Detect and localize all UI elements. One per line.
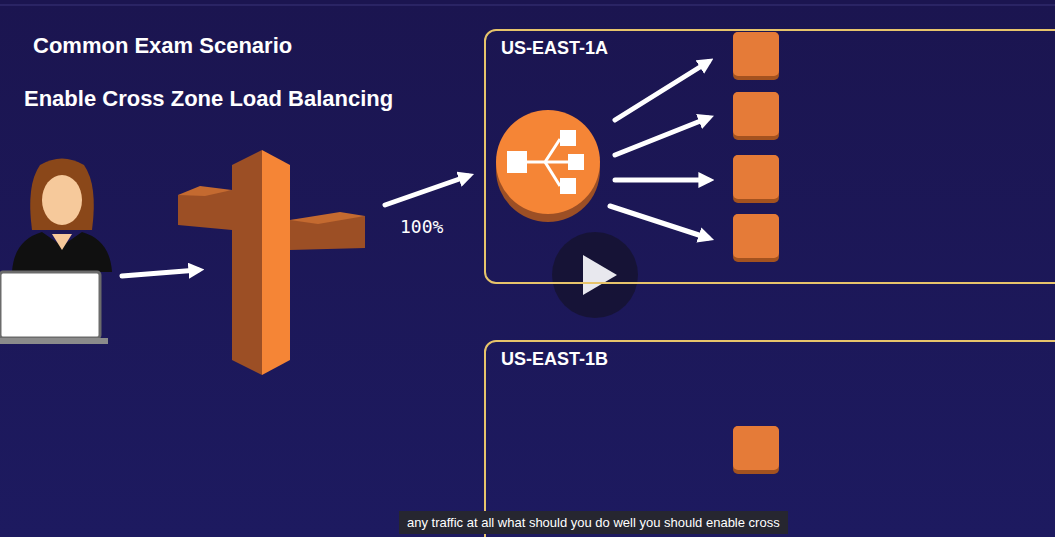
availability-zone: US-EAST-1B: [484, 340, 1055, 537]
load-balancer-icon: [496, 110, 600, 222]
arrow: [615, 118, 708, 155]
subtitle-heading: Enable Cross Zone Load Balancing: [24, 86, 393, 112]
arrow: [610, 206, 708, 238]
traffic-percent: 100%: [400, 216, 443, 237]
arrow: [615, 178, 708, 183]
instances: [733, 32, 779, 474]
user-figure: [0, 159, 112, 345]
availability-zone: US-EAST-1A: [484, 29, 1055, 284]
arrow: [122, 270, 198, 276]
slide-title: Common Exam Scenario: [33, 33, 292, 59]
arrow: [615, 62, 708, 120]
top-rule: [0, 5, 1055, 6]
zone-name: US-EAST-1B: [501, 349, 608, 370]
video-caption: any traffic at all what should you do we…: [399, 511, 788, 534]
zone-name: US-EAST-1A: [501, 38, 608, 59]
route53-icon: [178, 150, 365, 375]
arrow: [385, 176, 468, 205]
play-button: [552, 232, 638, 318]
